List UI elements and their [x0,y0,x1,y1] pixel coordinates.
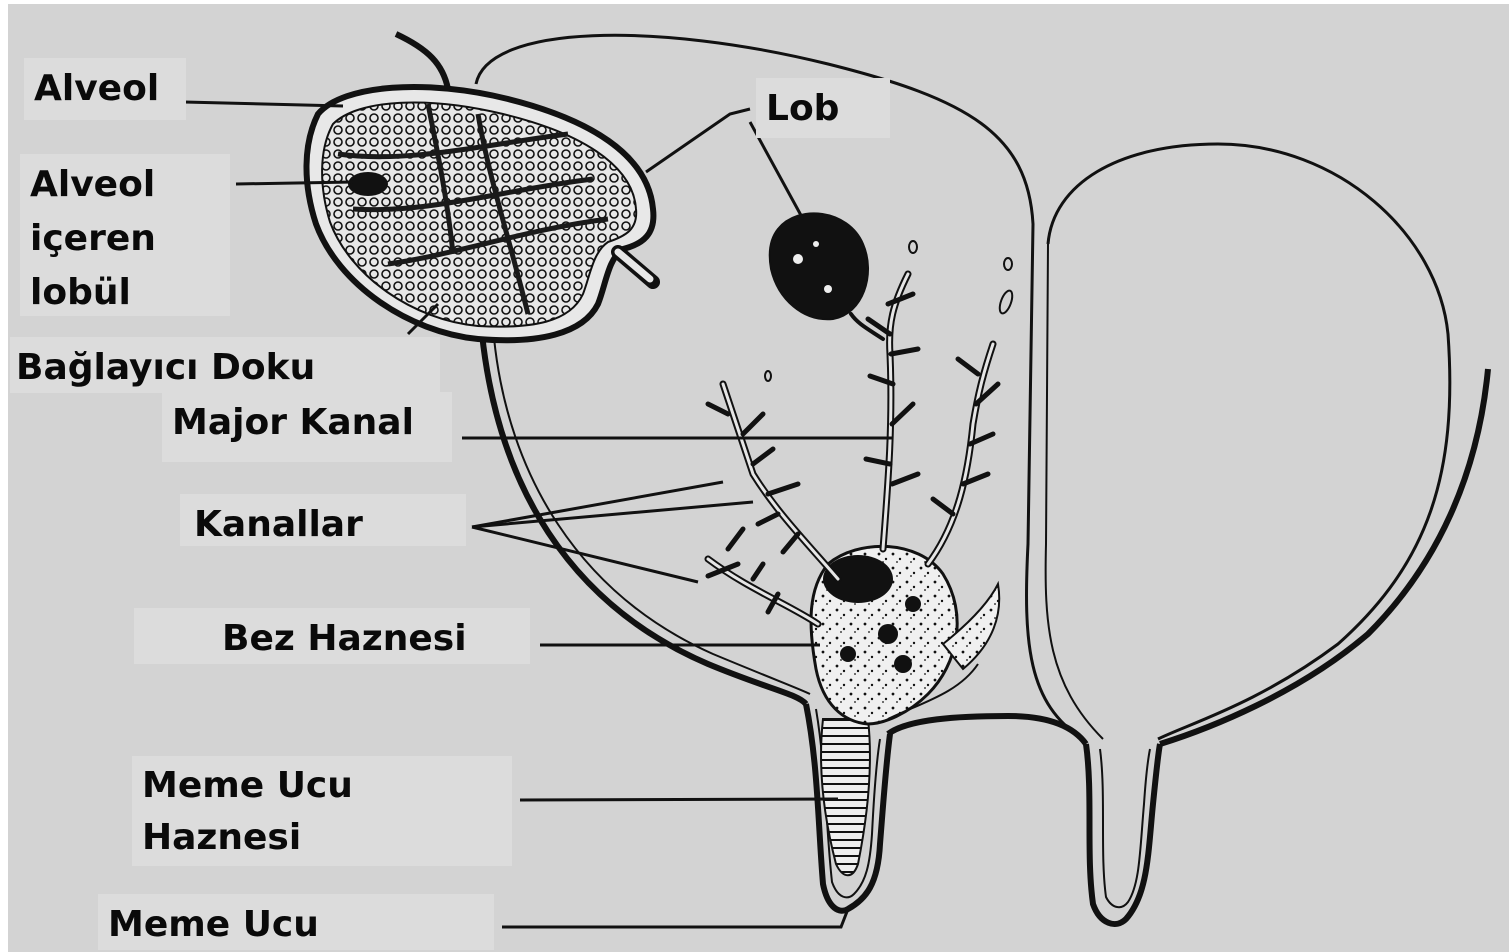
right-skin-outline [1160,369,1488,744]
small-lobe [765,371,771,381]
right-quarter-outline [1048,144,1450,739]
right-quarter-inner [1046,244,1103,739]
right-teat-outline [1086,744,1160,924]
gland-cistern-spot [894,655,912,673]
lobule [306,34,653,340]
small-lobe [909,241,917,253]
label-teat-cistern-line1: Meme Ucu [142,760,502,812]
label-teat-cistern: Meme Ucu Haznesi [132,756,512,866]
lob-shape [770,213,868,319]
gland-cistern-spot [905,596,921,612]
label-lob: Lob [756,78,890,138]
label-lobule-line2: içeren [30,212,220,266]
left-skin-outline [482,334,806,704]
gland-cistern-spot [840,646,856,662]
label-alveol: Alveol [24,58,186,120]
small-lobe [997,289,1015,315]
label-alveol-text: Alveol [34,62,176,116]
label-major-duct: Major Kanal [162,392,452,462]
label-gland-cistern-text: Bez Haznesi [222,612,520,666]
label-ducts-text: Kanallar [194,498,456,552]
lob-highlight [813,241,819,247]
label-lob-text: Lob [766,82,880,136]
label-connective-tissue: Bağlayıcı Doku [10,337,440,393]
label-gland-cistern: Bez Haznesi [134,608,530,664]
label-connective-tissue-text: Bağlayıcı Doku [16,341,430,395]
lob-highlight [793,254,803,264]
label-ducts: Kanallar [180,494,466,546]
label-lobule-line1: Alveol [30,158,220,212]
gland-cistern-spot [878,624,898,644]
label-lobule-line3: lobül [30,266,220,320]
lob-highlight [824,285,832,293]
small-lobe [1004,258,1012,270]
label-teat: Meme Ucu [98,894,494,950]
udder-floor [888,716,1086,744]
label-major-duct-text: Major Kanal [172,396,442,450]
label-teat-text: Meme Ucu [108,898,484,952]
label-lobule: Alveol içeren lobül [20,154,230,316]
label-teat-cistern-line2: Haznesi [142,812,502,864]
